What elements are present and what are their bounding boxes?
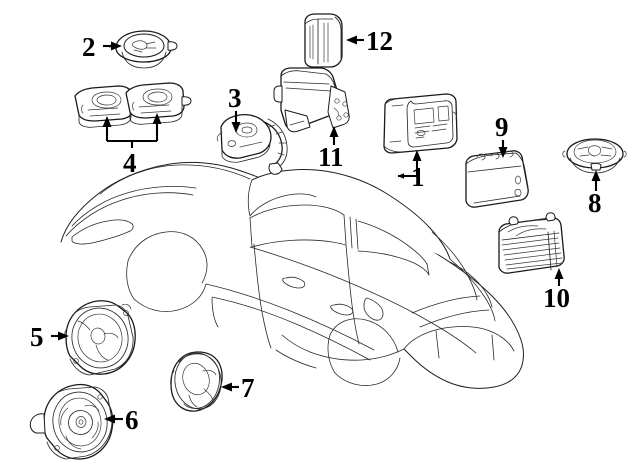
callout-number-8: 8 [588,188,602,218]
part-antenna-base-cover [304,13,343,68]
callout-12: 12 [346,26,393,56]
callout-number-2: 2 [82,32,96,62]
callout-number-9: 9 [495,112,509,142]
part-amplifier-module [465,150,529,208]
callout-number-3: 3 [228,83,242,113]
callout-4: 4 [102,113,162,178]
part-rear-door-speaker [29,383,114,460]
callout-number-7: 7 [241,373,255,403]
part-subwoofer-speaker [170,351,223,412]
callout-number-1: 1 [411,162,425,192]
part-audio-control-module [273,67,350,133]
callout-9: 9 [495,112,509,158]
callout-2: 2 [82,32,122,62]
part-front-door-speaker [64,300,136,376]
callout-5: 5 [30,322,69,352]
callout-3: 3 [228,83,242,133]
callout-11: 11 [318,126,344,172]
callout-number-11: 11 [318,142,344,172]
part-cd-changer [498,212,565,274]
callout-number-4: 4 [123,148,137,178]
callout-7: 7 [221,373,255,403]
part-dash-speaker [109,30,178,69]
part-antenna-assembly [216,114,288,175]
part-radio-head-unit [383,93,458,154]
part-tweeter-left [74,85,141,128]
callout-number-10: 10 [543,283,570,313]
callout-10: 10 [543,268,570,313]
callout-1: 1 [397,150,425,192]
callout-number-6: 6 [125,405,139,435]
callout-6: 6 [104,405,139,435]
callout-8: 8 [588,170,602,218]
part-rear-shelf-tweeter [562,138,627,174]
callout-number-5: 5 [30,322,44,352]
callout-number-12: 12 [366,26,393,56]
vehicle-body-outline [60,161,524,389]
